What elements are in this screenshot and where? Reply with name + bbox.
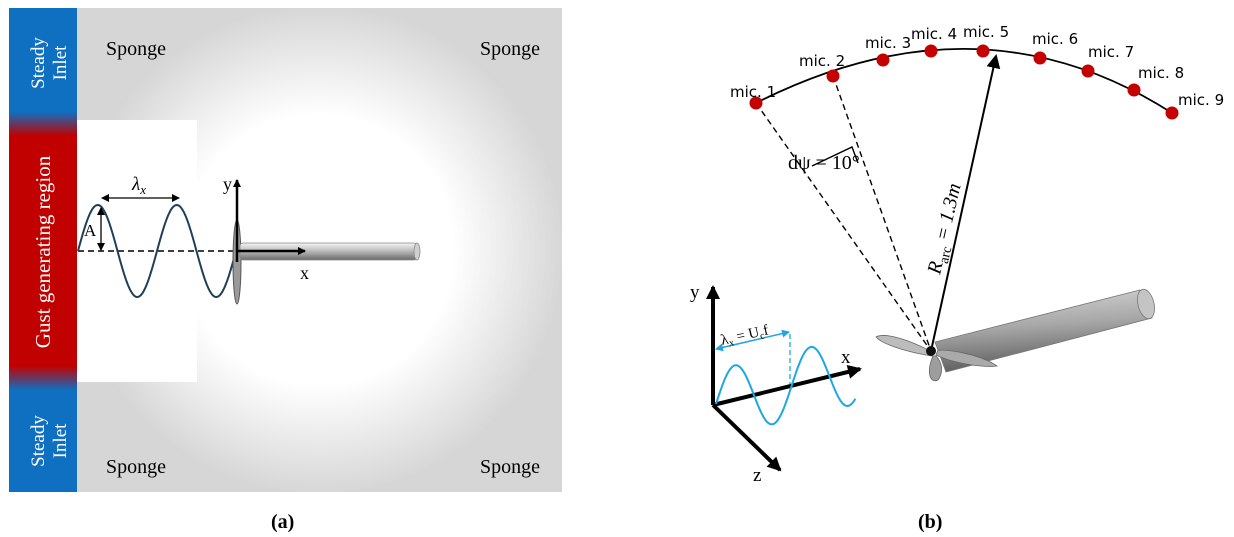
x-axis-label: x (300, 263, 309, 283)
mic-label-5: mic. 5 (963, 23, 1009, 41)
mic-arc (755, 48, 1173, 114)
sponge-bottom-right: Sponge (480, 456, 540, 478)
radial-line-mic1 (755, 102, 932, 352)
mic-label-8: mic. 8 (1138, 64, 1184, 82)
blade-lower (928, 355, 942, 382)
y-axis-label-b: y (690, 282, 700, 303)
wavelength-label: λx (131, 174, 146, 197)
mic-marker-2 (826, 69, 840, 83)
mic-label-3: mic. 3 (865, 34, 911, 52)
x-axis-label-b: x (841, 347, 851, 368)
angle-label: dψ = 10° (788, 152, 860, 174)
radius-label: Rarc = 1.3m (923, 181, 969, 278)
wavelength-formula: λx = Ucf (719, 322, 770, 350)
mic-label-7: mic. 7 (1088, 43, 1134, 61)
mic-label-4: mic. 4 (911, 25, 957, 43)
inlet-top-label: Steady Inlet (28, 37, 71, 89)
steady-inlet-top (9, 8, 77, 120)
radius-arrow (930, 54, 1001, 352)
amplitude-label: A (84, 221, 97, 240)
mic-label-1: mic. 1 (730, 83, 776, 101)
angle-marker (811, 146, 859, 167)
sponge-top-left: Sponge (106, 38, 166, 60)
turbine-model (875, 288, 1155, 382)
nacelle-body (934, 289, 1153, 373)
gust-generating-region (9, 136, 77, 368)
mic-label-2: mic. 2 (799, 52, 845, 70)
caption-b: (b) (918, 511, 942, 533)
nacelle-end (413, 242, 421, 261)
z-axis-b (711, 403, 782, 472)
svg-text:Inlet: Inlet (50, 45, 71, 81)
mic-marker-5 (976, 44, 990, 58)
mic-label-9: mic. 9 (1178, 91, 1224, 109)
x-axis-b (712, 365, 862, 407)
blade-left (875, 335, 933, 357)
mic-marker-8 (1127, 83, 1141, 97)
inflow-clear-strip (77, 120, 197, 382)
radial-line-mic2 (832, 75, 932, 352)
mic-marker-1 (749, 96, 763, 110)
blade-right (935, 349, 999, 367)
gust-region-label: Gust generating region (31, 155, 55, 348)
wavelength-arrow-b (715, 329, 790, 352)
z-axis-label-b: z (753, 465, 761, 486)
gust-wave-b (715, 345, 857, 426)
steady-inlet-bottom (9, 390, 77, 492)
nacelle-tip (1137, 288, 1155, 320)
mic-marker-9 (1165, 106, 1179, 120)
svg-text:Inlet: Inlet (50, 423, 71, 459)
mic-marker-4 (924, 44, 938, 58)
panel-a: Steady Inlet Steady Inlet Gust generatin… (9, 8, 562, 533)
mic-marker-6 (1033, 51, 1047, 65)
sponge-bottom-left: Sponge (106, 456, 166, 478)
mic-label-6: mic. 6 (1032, 30, 1078, 48)
mic-marker-7 (1081, 64, 1095, 78)
hub (926, 346, 936, 356)
caption-a: (a) (271, 511, 294, 533)
mic-marker-3 (876, 53, 890, 67)
inlet-fade-top (9, 112, 77, 136)
svg-text:Steady: Steady (28, 37, 49, 89)
sponge-top-right: Sponge (480, 38, 540, 60)
y-axis-label: y (223, 174, 232, 194)
inlet-bottom-label: Steady Inlet (28, 415, 71, 467)
svg-text:Steady: Steady (28, 415, 49, 467)
inlet-fade-bottom (9, 366, 77, 390)
